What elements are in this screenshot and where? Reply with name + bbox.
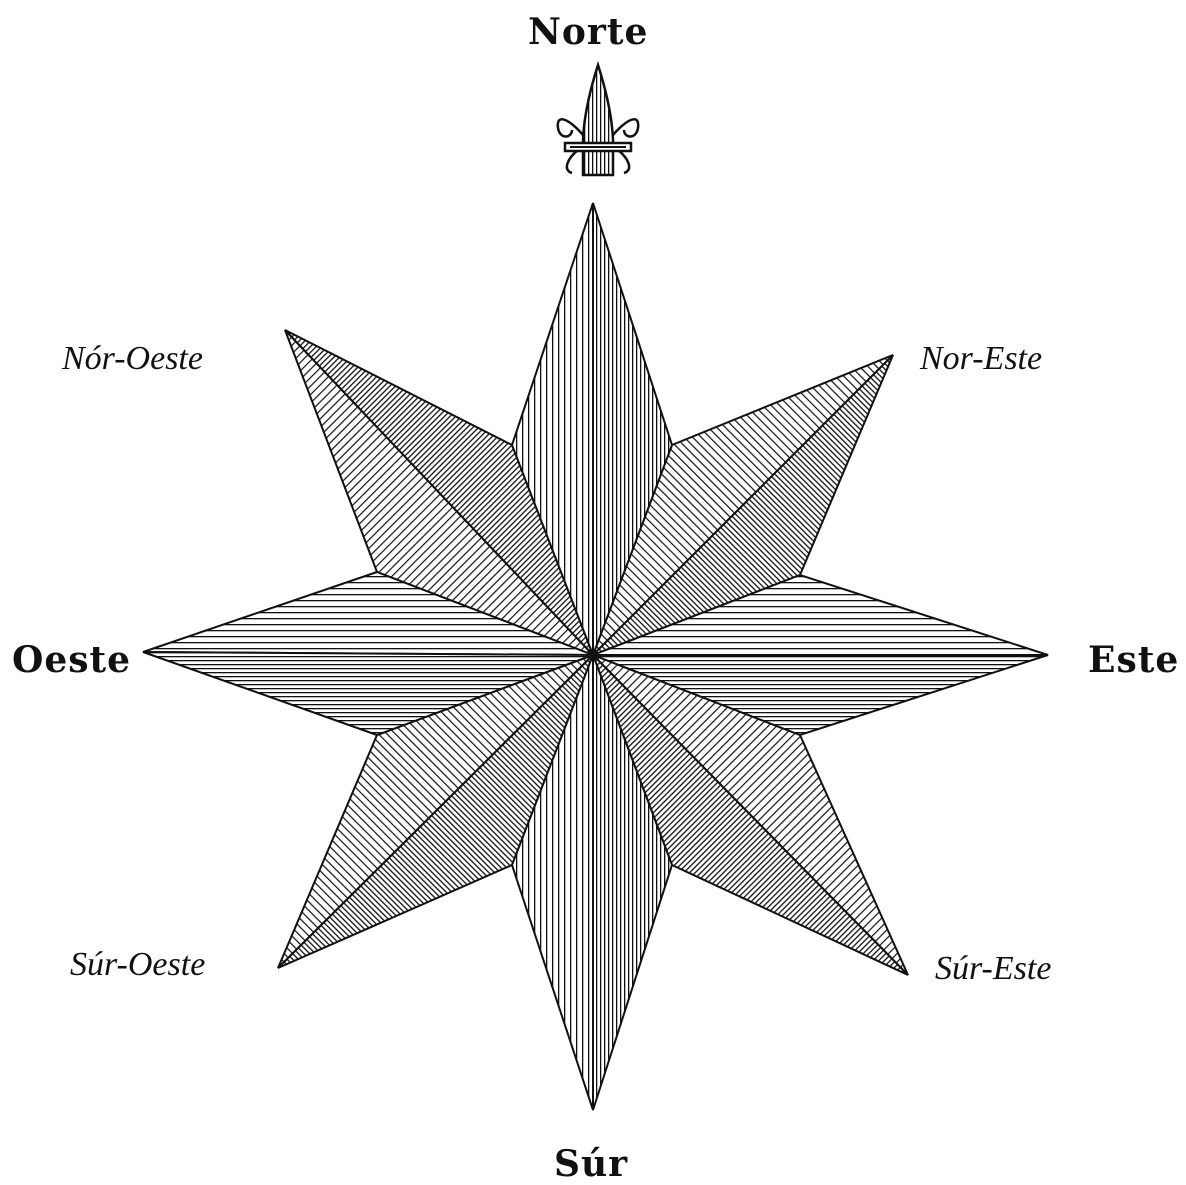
label-east: Este (1088, 642, 1179, 678)
label-south: Súr (554, 1146, 628, 1182)
label-southwest: Súr-Oeste (70, 948, 205, 982)
fleur-de-lis-icon (558, 65, 638, 175)
label-northwest: Nór-Oeste (62, 342, 203, 376)
label-southeast: Súr-Este (935, 952, 1051, 986)
label-northeast: Nor-Este (920, 342, 1042, 376)
label-west: Oeste (12, 642, 131, 678)
label-north: Norte (528, 14, 648, 50)
